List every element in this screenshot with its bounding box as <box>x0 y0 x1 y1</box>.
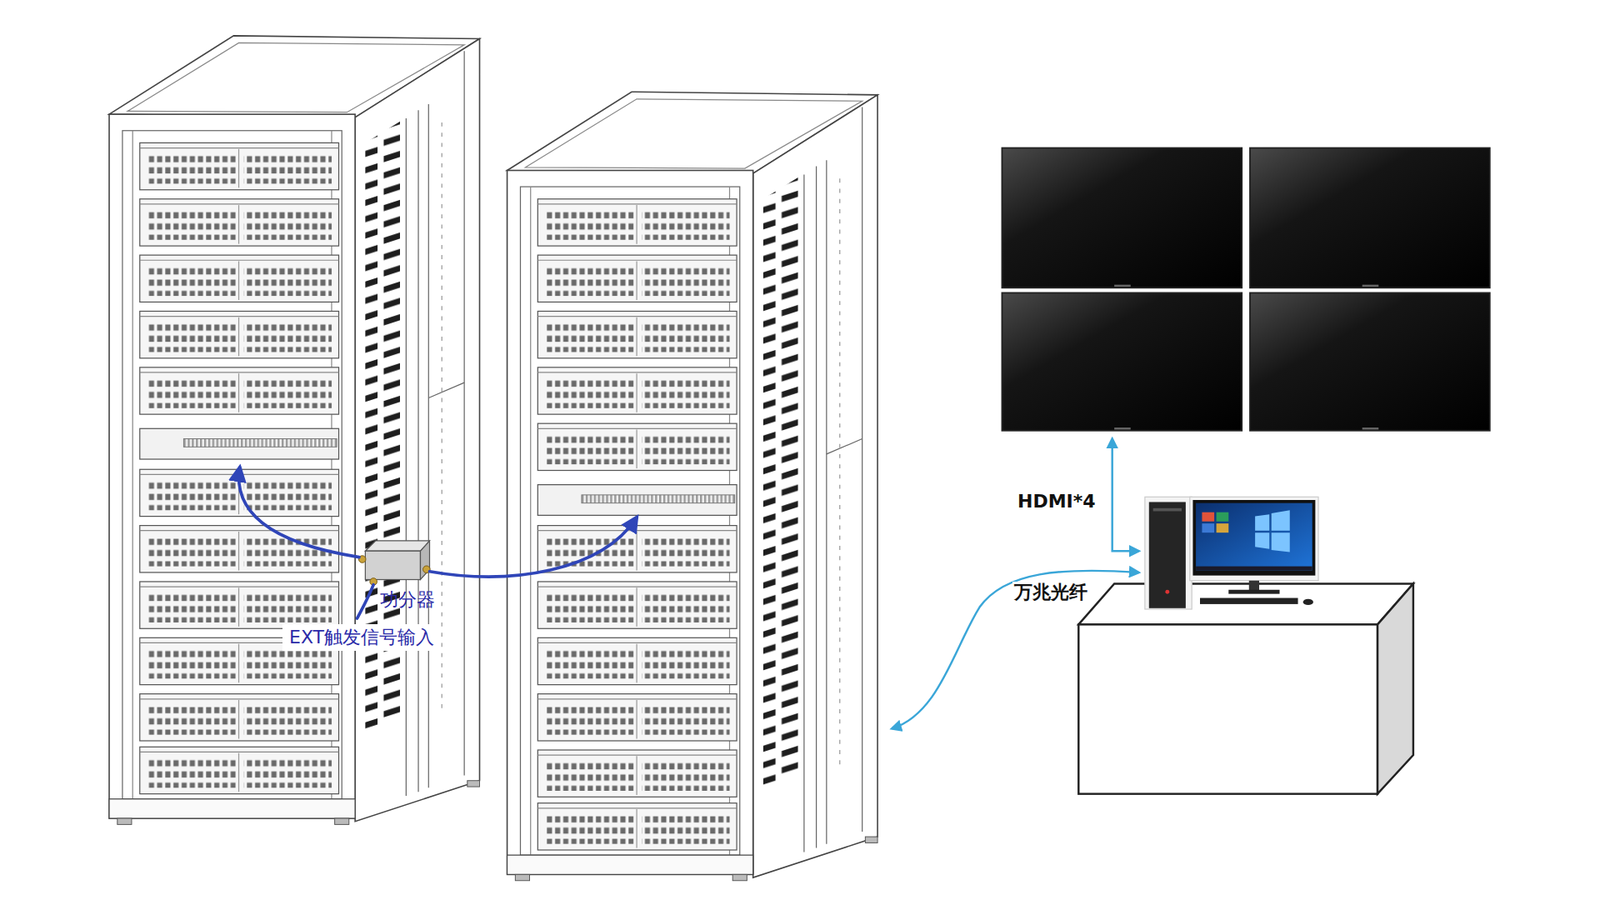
art-polygon <box>365 540 430 551</box>
art-rect <box>1201 523 1215 533</box>
art-rect <box>1153 508 1182 512</box>
art-rect <box>1149 501 1186 608</box>
video-wall <box>1001 148 1490 431</box>
art-polygon <box>1255 532 1270 550</box>
signal-label: EXT触发信号输入 <box>282 624 441 651</box>
coax-cable <box>239 467 637 619</box>
power-splitter <box>358 540 430 585</box>
art-rect <box>1200 598 1299 605</box>
art-rect <box>1190 496 1319 580</box>
art-rect <box>1201 512 1215 522</box>
art-rect <box>1078 624 1378 794</box>
art-polygon <box>1271 532 1290 552</box>
server-rack <box>507 91 878 881</box>
art-rect <box>1114 427 1131 430</box>
art-polygon <box>1078 583 1414 625</box>
art-rect <box>1195 566 1313 571</box>
art-rect <box>1250 148 1490 289</box>
art-path <box>357 585 375 619</box>
art-rect <box>1001 148 1242 289</box>
art-rect <box>1362 285 1380 287</box>
art-polygon <box>1255 514 1270 531</box>
server-rack <box>109 35 480 825</box>
workstation <box>1145 496 1319 610</box>
art-ellipse <box>1303 599 1314 605</box>
art-circle <box>1165 590 1170 595</box>
link-label: HDMI*4 <box>1017 490 1096 513</box>
art-rect <box>1249 580 1260 591</box>
art-path <box>430 517 638 577</box>
art-polygon <box>1271 510 1290 530</box>
art-polygon <box>1377 583 1414 794</box>
art-rect <box>1114 285 1131 287</box>
art-rect <box>1216 512 1230 522</box>
art-rect <box>1195 503 1313 571</box>
art-rect <box>1216 523 1230 533</box>
art-rect <box>365 550 420 580</box>
art-rect <box>1001 292 1242 430</box>
art-rect <box>1192 500 1315 576</box>
link-label: 万兆光纤 <box>1012 581 1090 604</box>
art-rect <box>1145 496 1192 610</box>
art-path <box>239 467 360 558</box>
art-polygon <box>420 540 430 580</box>
art-rect <box>1250 292 1490 430</box>
art-rect <box>1228 590 1280 595</box>
art-rect <box>1362 427 1380 430</box>
splitter-label: 功分器 <box>380 589 435 611</box>
desk <box>1078 583 1414 794</box>
hdmi-line <box>1112 439 1140 552</box>
